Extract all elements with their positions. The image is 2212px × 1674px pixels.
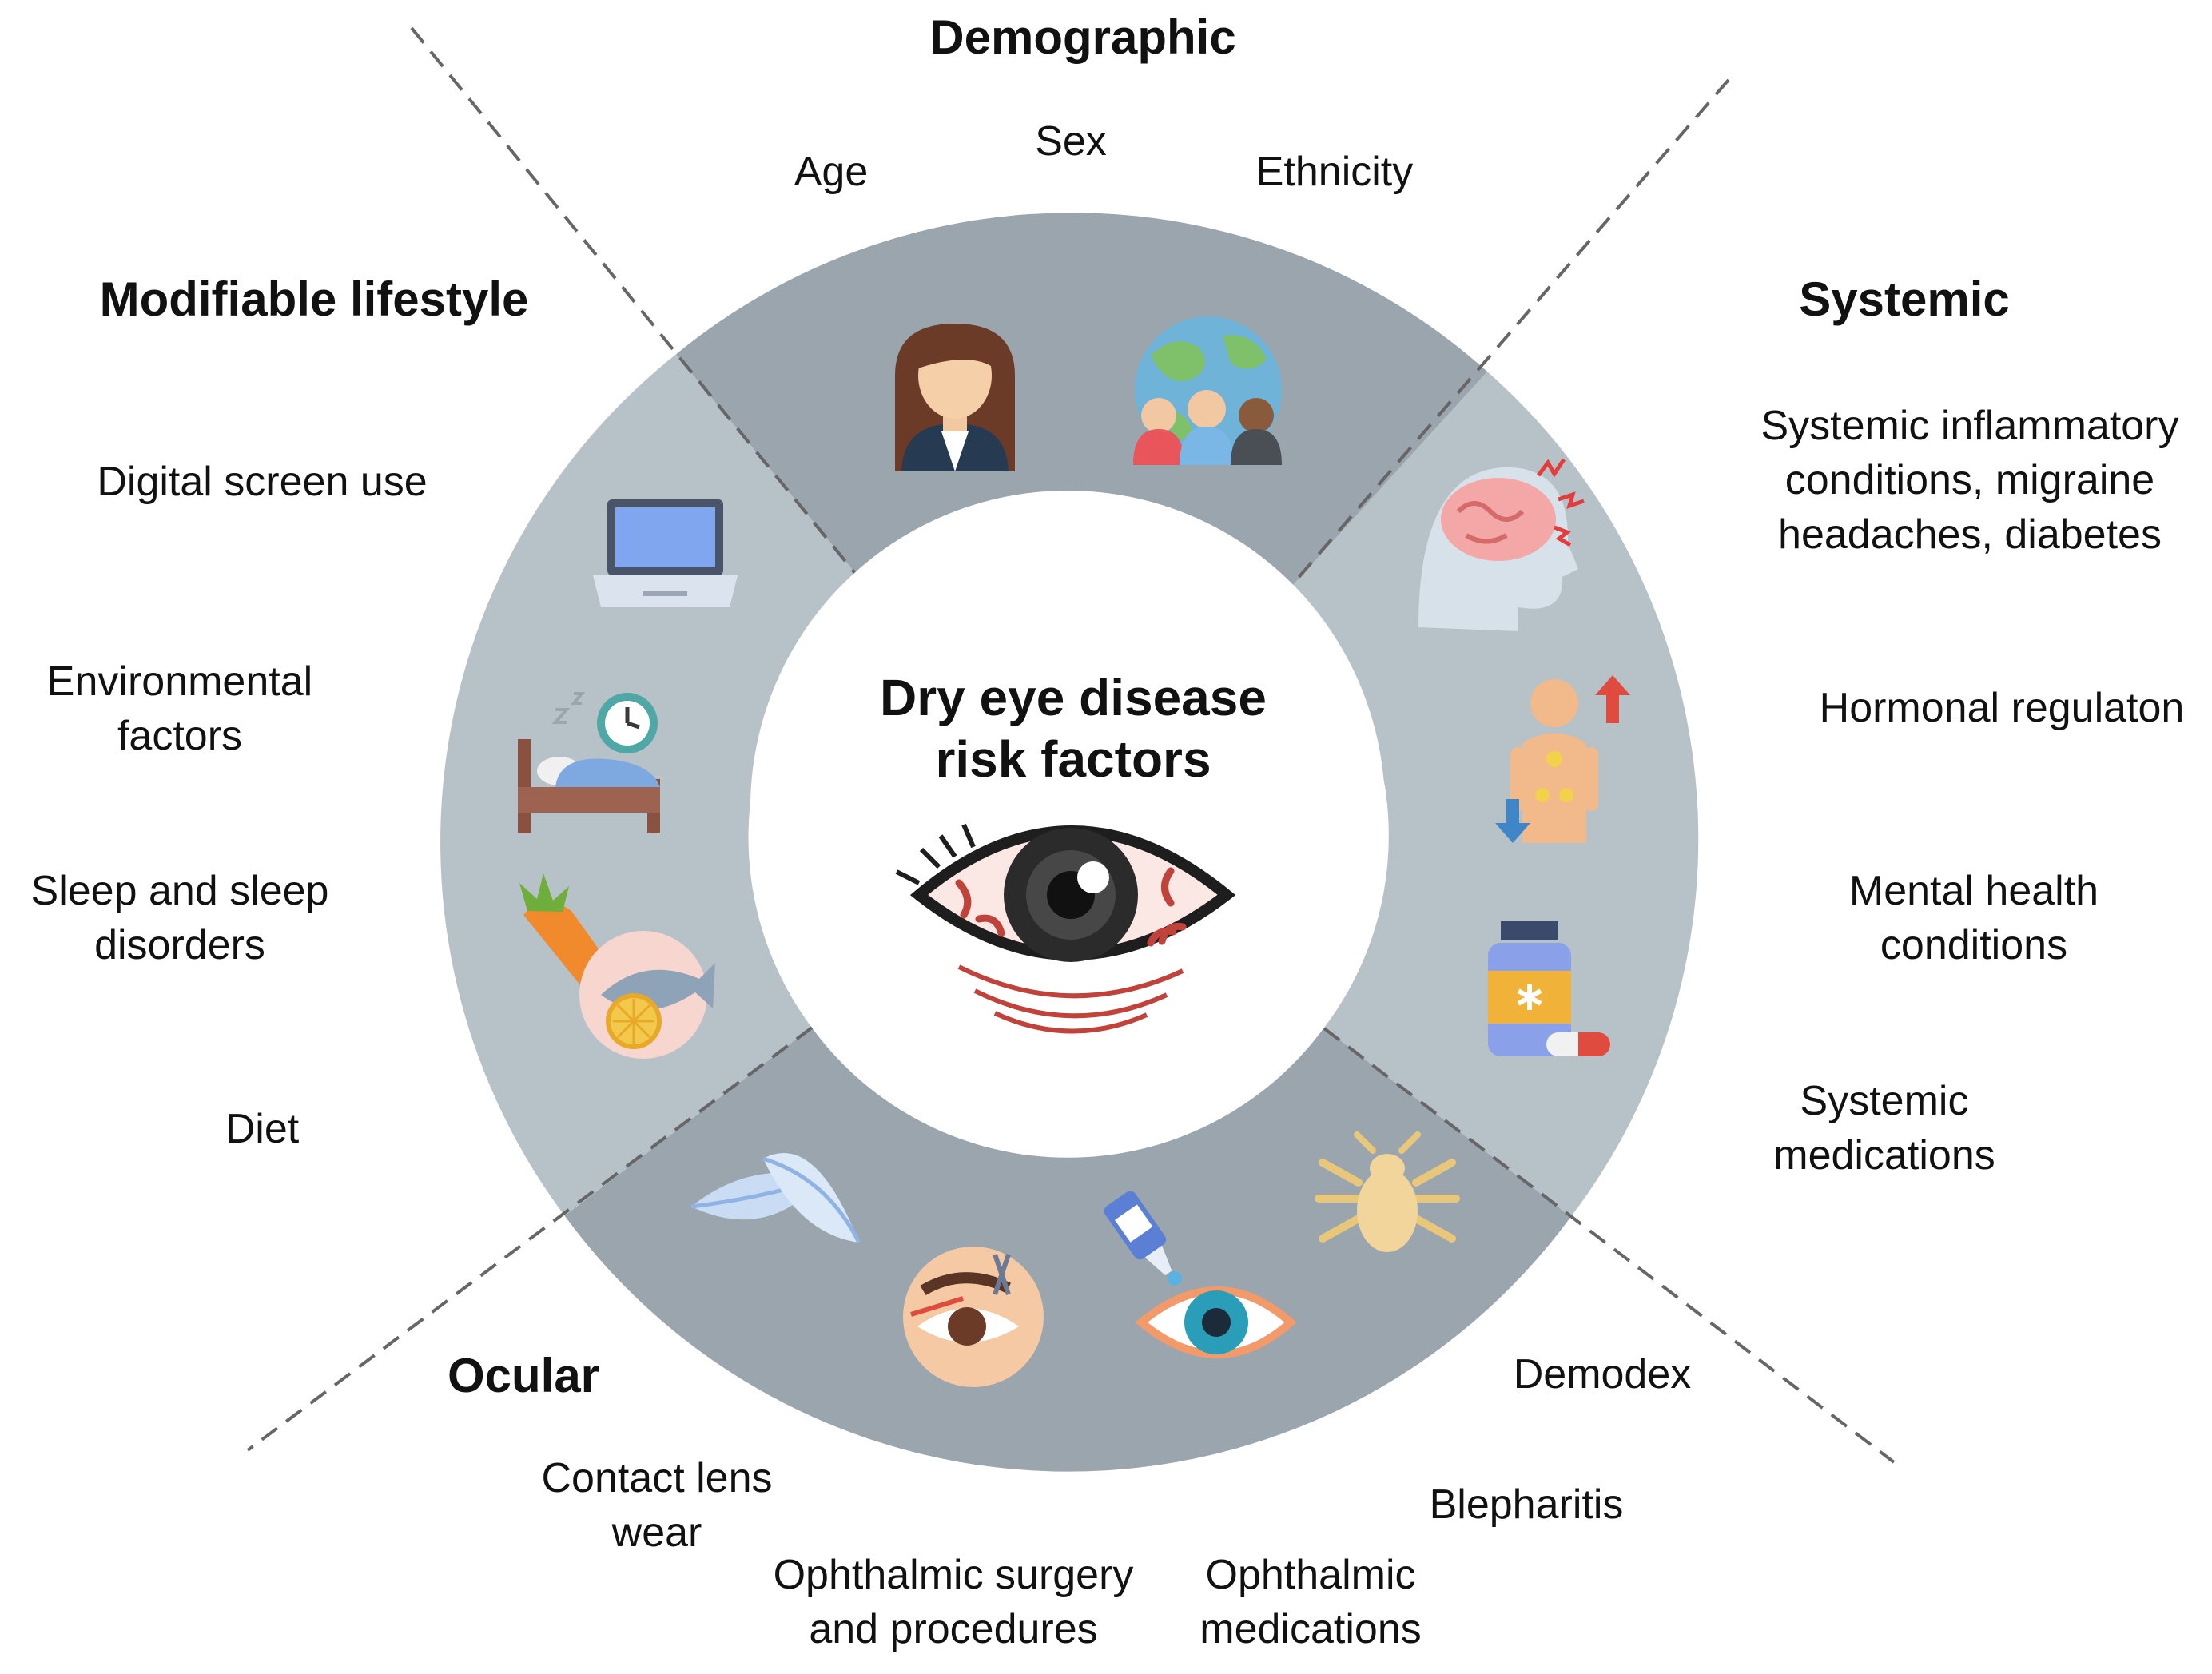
label-systemic-medications-2: medications: [1773, 1132, 1995, 1179]
label-ophthalmic-medications-1: Ophthalmic: [1206, 1552, 1416, 1598]
demodex-mite-icon: [1315, 1131, 1460, 1252]
label-systemic-inflammatory-2: conditions, migraine: [1785, 457, 2154, 503]
label-ethnicity: Ethnicity: [1256, 149, 1414, 195]
label-mental-health-2: conditions: [1880, 922, 2067, 968]
eye-drops-icon: [1104, 1191, 1297, 1358]
center-title-line2: risk factors: [935, 730, 1211, 788]
label-systemic-medications-1: Systemic: [1800, 1078, 1969, 1124]
carrot-fish-lemon-icon: [519, 873, 715, 1059]
heading-systemic: Systemic: [1799, 272, 2010, 326]
label-ophthalmic-surgery-2: and procedures: [809, 1606, 1097, 1652]
label-ophthalmic-surgery-1: Ophthalmic surgery: [774, 1552, 1134, 1598]
label-contact-lens-2: wear: [611, 1509, 702, 1556]
label-sleep-2: disorders: [94, 922, 265, 968]
ring-sector-demographic: [675, 213, 1488, 598]
label-contact-lens-1: Contact lens: [541, 1455, 772, 1501]
label-systemic-inflammatory-1: Systemic inflammatory: [1761, 403, 2179, 449]
label-diet: Diet: [225, 1106, 300, 1152]
label-environmental-1: Environmental: [47, 658, 312, 705]
label-ophthalmic-medications-2: medications: [1199, 1606, 1421, 1652]
laptop-icon: [593, 499, 738, 607]
woman-avatar-icon: [895, 324, 1015, 471]
eyelid-surgery-icon: [903, 1247, 1044, 1387]
label-environmental-2: factors: [117, 713, 242, 759]
pill-bottle-icon: [1488, 921, 1610, 1056]
label-hormonal-regulation: Hormonal regulaton: [1820, 685, 2185, 731]
heading-lifestyle: Modifiable lifestyle: [100, 272, 529, 326]
center-circle: [750, 491, 1385, 1125]
red-eye-icon: [895, 823, 1236, 1034]
brain-headache-icon: [1418, 458, 1585, 631]
hormone-body-icon: [1495, 675, 1630, 843]
label-sex: Sex: [1035, 118, 1107, 165]
contact-lens-icon: [690, 1153, 861, 1244]
label-sleep-1: Sleep and sleep: [31, 868, 329, 914]
label-blepharitis: Blepharitis: [1430, 1481, 1624, 1528]
sector-dividers: [246, 26, 1896, 1464]
label-mental-health-1: Mental health: [1849, 868, 2099, 914]
label-demodex: Demodex: [1514, 1351, 1692, 1398]
divider-bottom-left: [246, 1026, 814, 1452]
globe-people-icon: [1133, 316, 1282, 465]
ring-sector-ocular: [564, 1027, 1571, 1472]
label-systemic-inflammatory-3: headaches, diabetes: [1778, 511, 2162, 558]
sleep-bed-clock-icon: [518, 692, 660, 833]
label-digital-screen-use: Digital screen use: [97, 459, 427, 505]
center-title-line1: Dry eye disease: [880, 669, 1267, 726]
label-age: Age: [794, 149, 869, 195]
ring-sector-systemic: [1281, 372, 1699, 1217]
heading-demographic: Demographic: [929, 10, 1235, 64]
heading-ocular: Ocular: [448, 1349, 599, 1402]
divider-top-right: [1279, 78, 1730, 599]
